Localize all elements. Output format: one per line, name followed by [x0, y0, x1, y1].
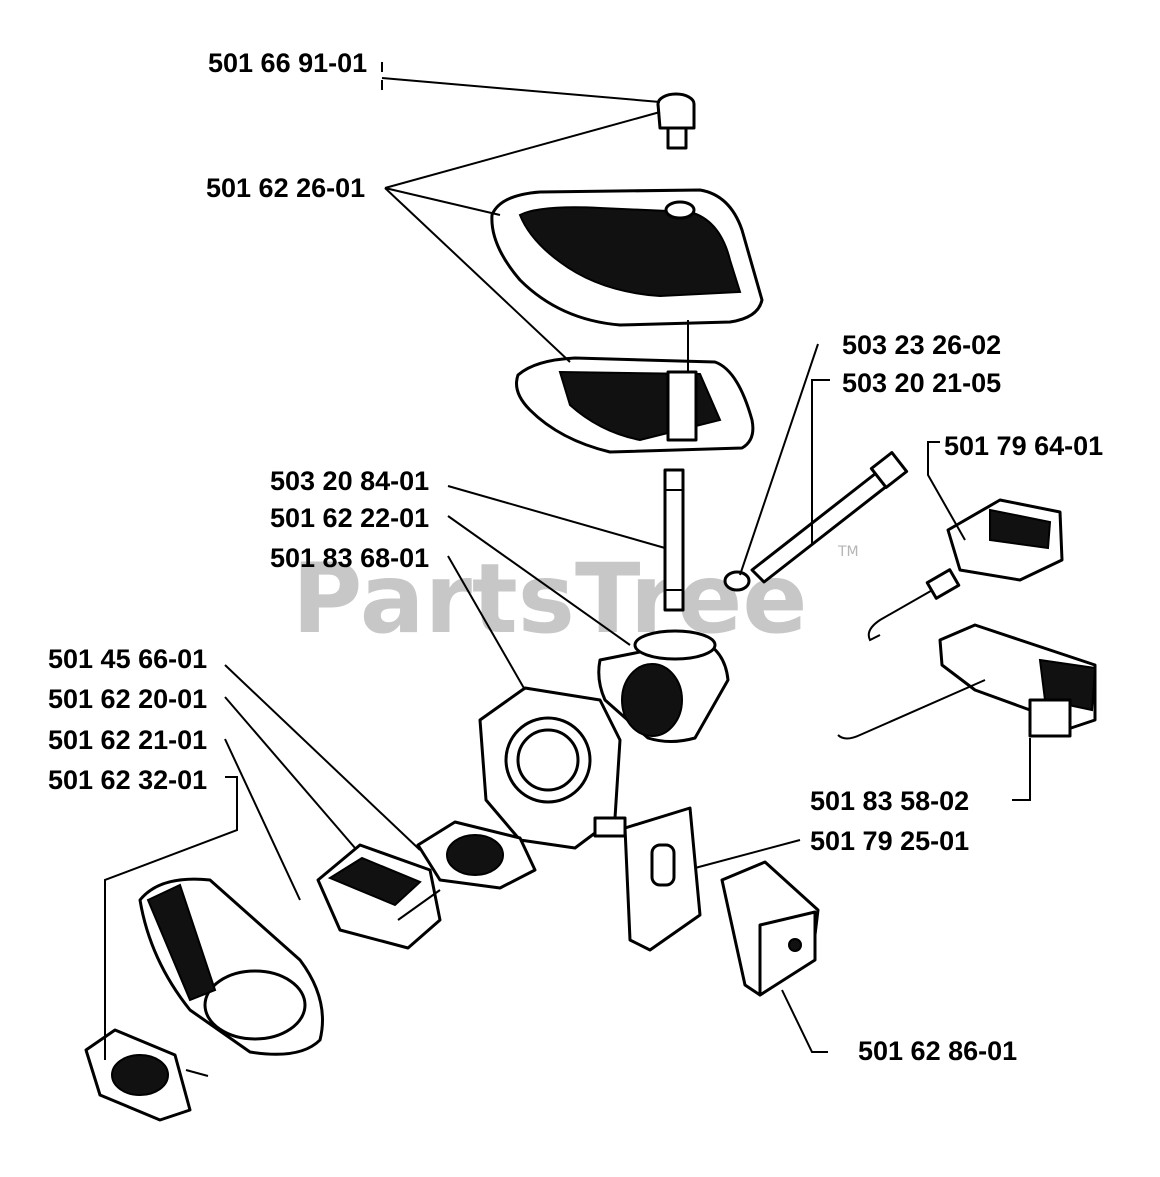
- air-filter-cover-part: [490, 188, 764, 327]
- intake-block-part: [316, 843, 442, 950]
- part-label: 501 62 22-01: [270, 503, 429, 533]
- watermark-trademark: TM: [837, 544, 859, 560]
- carburetor-gasket-part: [416, 820, 537, 890]
- watermark: PartsTree: [292, 543, 807, 655]
- choke-control-part: [867, 498, 1064, 642]
- stud-part: [663, 468, 685, 612]
- part-label: 503 23 26-02: [842, 330, 1001, 360]
- part-labels: 501 66 91-01 501 62 26-01 503 23 26-02 5…: [48, 48, 1103, 1066]
- part-label: 501 83 68-01: [270, 543, 429, 573]
- part-label: 501 79 25-01: [810, 826, 969, 856]
- part-label: 501 62 20-01: [48, 684, 207, 714]
- spacer-plate-part: [623, 806, 702, 952]
- cover-screw-part: [656, 92, 696, 150]
- bolt-part: [723, 451, 909, 592]
- filter-base-part: [515, 356, 755, 454]
- part-label: 501 45 66-01: [48, 644, 207, 674]
- part-label: 501 62 32-01: [48, 765, 207, 795]
- intake-boot-part: [138, 877, 324, 1056]
- filter-box-part: [720, 860, 820, 997]
- part-label: 501 83 58-02: [810, 786, 969, 816]
- intake-elbow-part: [597, 629, 730, 743]
- leader-lines: [104, 62, 1031, 1077]
- part-label: 503 20 84-01: [270, 466, 429, 496]
- carburetor-part: [478, 686, 627, 850]
- part-label: 501 62 21-01: [48, 725, 207, 755]
- part-label: 501 62 26-01: [206, 173, 365, 203]
- flange-gasket-part: [84, 1028, 192, 1122]
- throttle-rod-part: [837, 623, 1097, 740]
- part-label: 503 20 21-05: [842, 368, 1001, 398]
- part-label: 501 62 86-01: [858, 1036, 1017, 1066]
- part-label: 501 66 91-01: [208, 48, 367, 78]
- part-label: 501 79 64-01: [944, 431, 1103, 461]
